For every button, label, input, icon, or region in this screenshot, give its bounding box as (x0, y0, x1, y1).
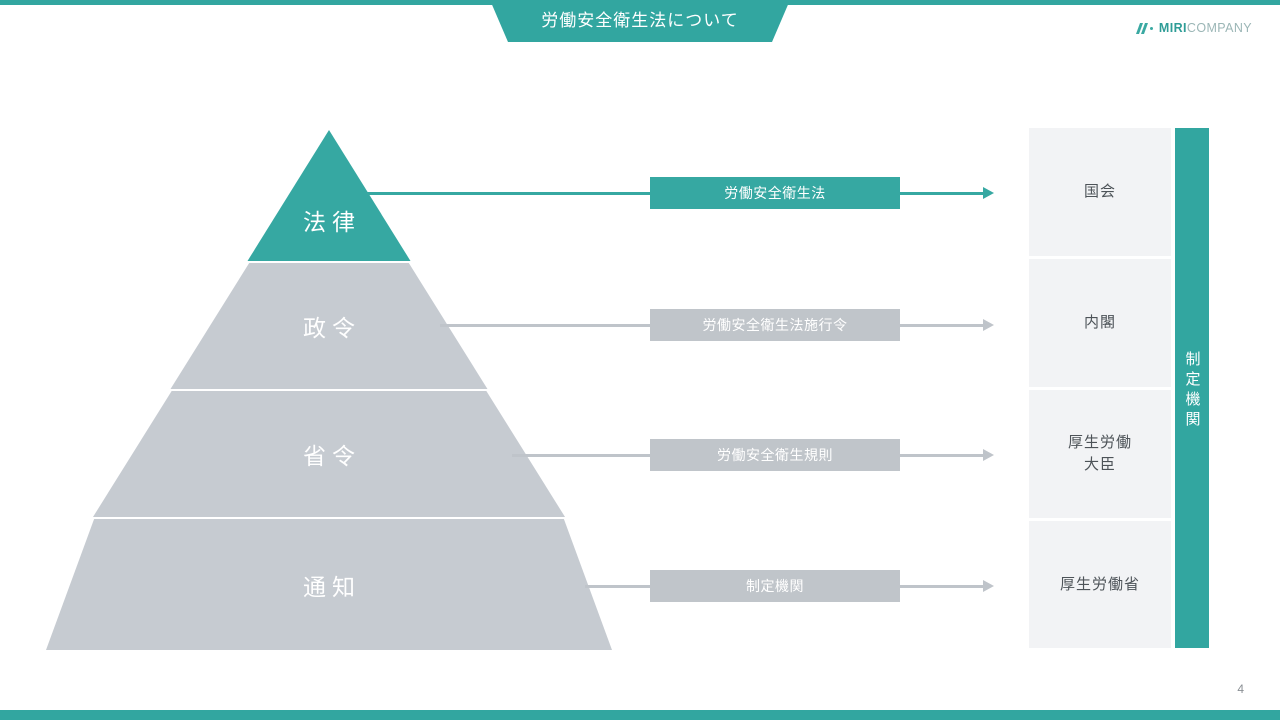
connector-line-right (900, 191, 983, 195)
connector-line-right (900, 453, 983, 457)
pyramid-tier-ministerial-ordinance-label: 省令 (303, 443, 361, 469)
pyramid-tier-ministerial-ordinance-shape (92, 391, 566, 517)
connector-row-cabinet-order: 労働安全衛生法施行令 (440, 309, 994, 341)
logo-mark-icon (1135, 22, 1156, 34)
pyramid-tier-notification-label: 通知 (303, 573, 361, 600)
connector-label-cabinet-order: 労働安全衛生法施行令 (650, 309, 900, 341)
authority-bar: 制定機関 (1175, 128, 1209, 648)
pyramid-tier-ministerial-ordinance: 省令 (46, 391, 612, 517)
authority-cell-diet: 国会 (1029, 128, 1171, 256)
page-number: 4 (1237, 682, 1244, 696)
authority-cell-ministry: 厚生労働省 (1029, 521, 1171, 648)
arrow-head-icon (983, 187, 994, 199)
arrow-head-icon (983, 580, 994, 592)
pyramid-tier-cabinet-order: 政令 (46, 263, 612, 389)
pyramid-tier-notification: 通知 (46, 519, 612, 650)
authority-cell-minister: 厚生労働大臣 (1029, 390, 1171, 518)
authority-cell-cabinet: 内閣 (1029, 259, 1171, 387)
arrow-head-icon (983, 449, 994, 461)
title-banner: 労働安全衛生法について (490, 0, 790, 42)
connector-line-left (350, 191, 650, 195)
connector-row-ministerial-ordinance: 労働安全衛生規則 (512, 439, 994, 471)
connector-label-notification: 制定機関 (650, 570, 900, 602)
connector-line-right (900, 323, 983, 327)
connector-line-left (585, 584, 650, 588)
connector-row-law: 労働安全衛生法 (350, 177, 994, 209)
pyramid-tier-law: 法律 (46, 130, 612, 261)
pyramid-tier-notification-shape (46, 519, 612, 650)
authority-column: 国会 内閣 厚生労働大臣 厚生労働省 (1029, 128, 1171, 648)
connector-label-law: 労働安全衛生法 (650, 177, 900, 209)
connector-line-left (440, 323, 650, 327)
pyramid-tier-law-label: 法律 (303, 208, 361, 235)
company-logo: MIRI COMPANY (1135, 20, 1252, 36)
logo-name-primary: MIRI (1158, 21, 1187, 35)
logo-name-secondary: COMPANY (1186, 21, 1252, 35)
connector-line-right (900, 584, 983, 588)
connector-row-notification: 制定機関 (585, 570, 994, 602)
bottom-accent-bar (0, 710, 1280, 720)
arrow-head-icon (983, 319, 994, 331)
connector-label-ministerial-ordinance: 労働安全衛生規則 (650, 439, 900, 471)
connector-line-left (512, 453, 650, 457)
authority-bar-label: 制定機関 (1183, 350, 1201, 431)
page-title: 労働安全衛生法について (541, 10, 739, 30)
legal-hierarchy-pyramid: 法律 政令 省令 通知 (46, 130, 612, 650)
pyramid-tier-cabinet-order-label: 政令 (303, 315, 361, 341)
